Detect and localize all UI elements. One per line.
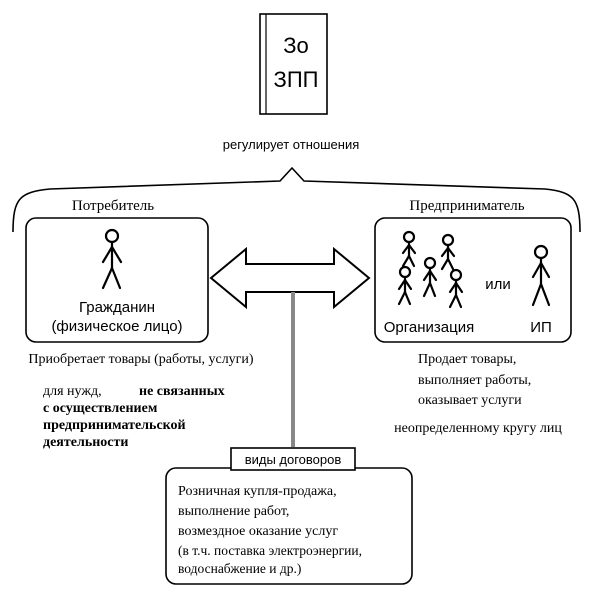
consumer-needs-bold-1: не связанных xyxy=(139,384,225,399)
entrepreneur-box: или Организация ИП xyxy=(374,217,572,343)
law-book-line1: Зо xyxy=(283,33,309,58)
consumer-heading: Потребитель xyxy=(72,198,154,214)
law-book-line2: ЗПП xyxy=(274,67,319,92)
double-arrow-icon xyxy=(209,246,371,310)
or-label: или xyxy=(485,276,511,293)
organization-people-icon xyxy=(397,230,464,309)
entrepreneur-sells-2: выполняет работы, xyxy=(418,373,531,388)
consumer-needs-bold-3: предпринимательской xyxy=(43,418,186,433)
regulates-caption: регулирует отношения xyxy=(223,137,360,152)
entrepreneur-sells-3: оказывает услуги xyxy=(418,393,522,408)
citizen-label: Гражданин xyxy=(79,299,155,316)
contracts-line-3: возмездное оказание услуг xyxy=(178,524,338,539)
contracts-line-5: водоснабжение и др.) xyxy=(178,561,301,576)
contracts-tab-label: виды договоров xyxy=(245,452,342,467)
consumer-needs-bold-4: деятельности xyxy=(43,435,128,450)
entrepreneur-audience: неопределенному кругу лиц xyxy=(394,421,562,436)
contracts-line-2: выполнение работ, xyxy=(178,504,289,519)
person-icon xyxy=(101,228,123,290)
law-book: Зо ЗПП xyxy=(259,13,328,115)
consumer-box: Гражданин (физическое лицо) xyxy=(25,217,209,343)
contracts-tab xyxy=(230,447,356,471)
consumer-acquires-text: Приобретает товары (работы, услуги) xyxy=(28,352,254,367)
top-brace xyxy=(12,166,581,233)
consumer-needs-bold-2: с осуществлением xyxy=(43,401,158,416)
entrepreneur-heading: Предприниматель xyxy=(409,198,524,214)
entrepreneur-sells-1: Продает товары, xyxy=(418,352,516,367)
contracts-box: виды договоров Розничная купля-продажа, … xyxy=(165,447,413,585)
ip-label: ИП xyxy=(530,319,552,336)
citizen-sublabel: (физическое лицо) xyxy=(51,318,182,335)
individual-entrepreneur-icon xyxy=(531,244,551,307)
contracts-line-4: (в т.ч. поставка электроэнергии, xyxy=(178,543,362,558)
contracts-line-1: Розничная купля-продажа, xyxy=(178,484,337,499)
consumer-needs-prefix: для нужд, xyxy=(43,384,102,399)
organization-label: Организация xyxy=(384,319,474,336)
